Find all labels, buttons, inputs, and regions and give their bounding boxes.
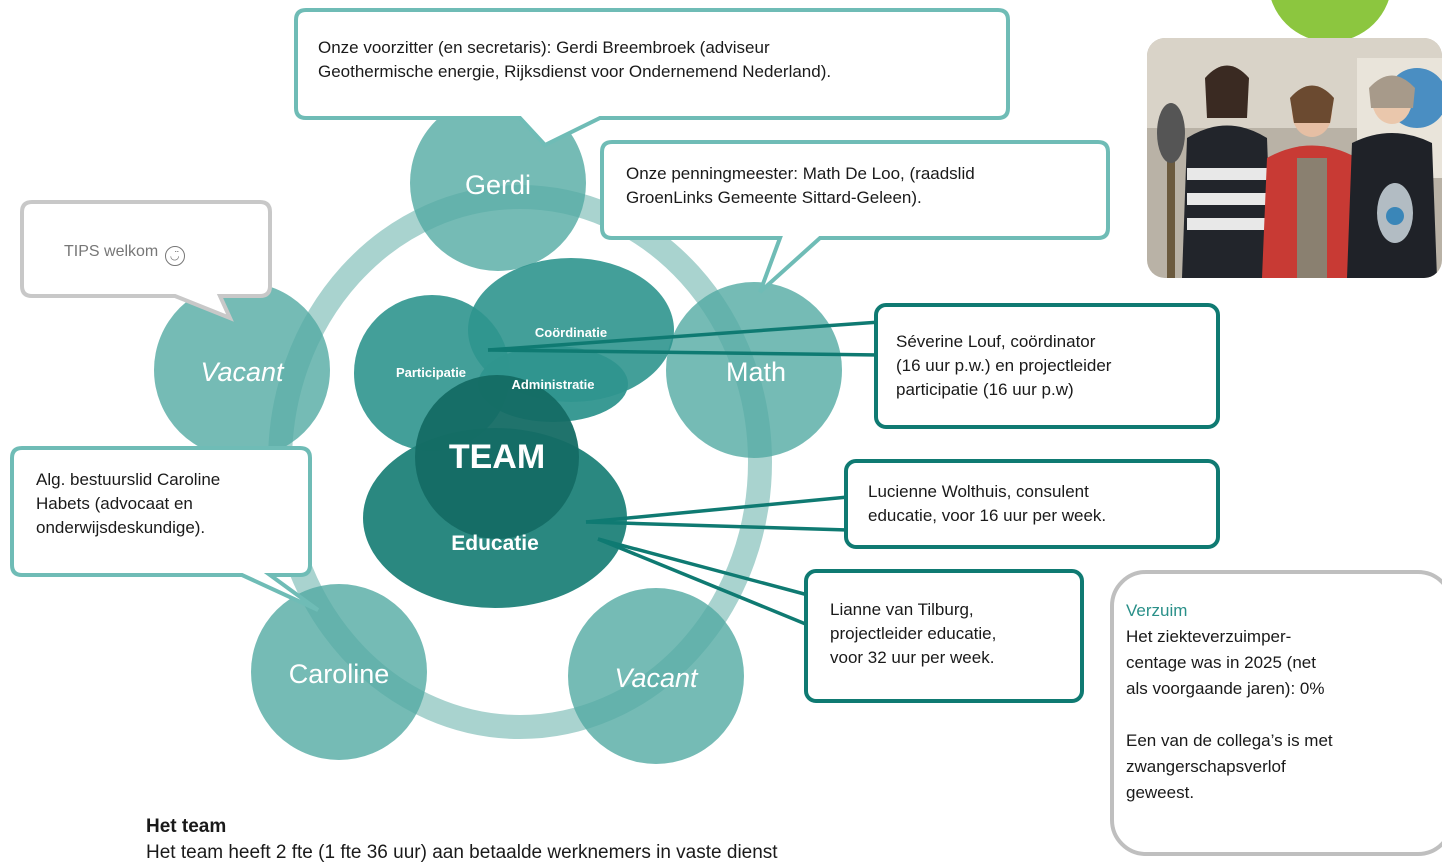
label-team: TEAM [449, 438, 545, 476]
connector-lucienne-1 [585, 495, 849, 524]
callout-gerdi: Onze voorzitter (en secretaris): Gerdi B… [318, 36, 998, 84]
bubble-team [415, 375, 579, 539]
callout-caroline-line: Habets (advocaat en [36, 494, 193, 513]
callout-lucienne-line: Lucienne Wolthuis, consulent [868, 482, 1089, 501]
label-educatie: Educatie [451, 532, 539, 555]
team-photo [1147, 38, 1442, 278]
green-leaf-decoration [1271, 0, 1389, 42]
label-participatie: Participatie [396, 365, 466, 380]
callout-lianne: Lianne van Tilburg, projectleider educat… [830, 598, 1060, 670]
section-heading: Het team [146, 816, 227, 837]
callout-severine-line: participatie (16 uur p.w) [896, 380, 1074, 399]
callout-lianne-line: projectleider educatie, [830, 624, 997, 643]
verzuim-line: centage was in 2025 (net [1126, 653, 1316, 672]
section-body: Het team heeft 2 fte (1 fte 36 uur) aan … [146, 842, 778, 863]
callout-caroline-line: Alg. bestuurslid Caroline [36, 470, 221, 489]
verzuim-line: geweest. [1126, 783, 1195, 802]
callout-lucienne: Lucienne Wolthuis, consulent educatie, v… [868, 480, 1198, 528]
verzuim-line: als voorgaande jaren): 0% [1126, 679, 1325, 698]
callout-box-severine [874, 303, 1220, 429]
connector-lianne-1 [597, 537, 809, 597]
verzuim-box [1110, 570, 1442, 856]
callout-severine-line: Séverine Louf, coördinator [896, 332, 1096, 351]
circle-caroline [251, 584, 427, 760]
connector-severine-1 [487, 320, 881, 352]
callout-math-line: GroenLinks Gemeente Sittard-Geleen). [626, 188, 922, 207]
circle-vacant-bottom [568, 588, 744, 764]
verzuim-panel: Verzuim Het ziekteverzuimper- centage wa… [1126, 598, 1436, 806]
tips-text: TIPS welkom [64, 243, 159, 260]
callout-severine-line: (16 uur p.w.) en projectleider [896, 356, 1112, 375]
label-vacant-bottom: Vacant [614, 663, 699, 693]
callout-box-lucienne [844, 459, 1220, 549]
callout-box-lianne [804, 569, 1084, 703]
label-vacant-left: Vacant [200, 357, 285, 387]
verzuim-line: Een van de collega’s is met [1126, 731, 1333, 750]
connector-severine-2 [487, 348, 881, 357]
callout-lucienne-line: educatie, voor 16 uur per week. [868, 506, 1107, 525]
verzuim-line: zwangerschapsverlof [1126, 757, 1286, 776]
circle-math [666, 282, 842, 458]
verzuim-title: Verzuim [1126, 601, 1188, 620]
callout-math: Onze penningmeester: Math De Loo, (raads… [626, 162, 1086, 210]
callout-severine: Séverine Louf, coördinator (16 uur p.w.)… [896, 330, 1196, 402]
callout-gerdi-line: Geothermische energie, Rijksdienst voor … [318, 62, 832, 81]
label-math: Math [726, 357, 786, 387]
callout-box-tips [20, 200, 272, 322]
callout-gerdi-line: Onze voorzitter (en secretaris): Gerdi B… [318, 38, 770, 57]
smile-icon: ◡̈ [164, 246, 185, 266]
callout-lianne-line: Lianne van Tilburg, [830, 600, 974, 619]
callout-box-caroline [10, 446, 320, 612]
callout-box-math [600, 140, 1110, 294]
label-coordinatie: Coördinatie [535, 325, 607, 340]
callout-caroline-line: onderwijsdeskundige). [36, 518, 206, 537]
callout-tips: TIPS welkom ◡̈ [64, 240, 264, 266]
callout-box-gerdi [294, 8, 1010, 148]
label-administratie: Administratie [511, 377, 594, 392]
verzuim-line: Het ziekteverzuimper- [1126, 627, 1292, 646]
callout-math-line: Onze penningmeester: Math De Loo, (raads… [626, 164, 975, 183]
connector-lucienne-2 [585, 520, 849, 532]
label-caroline: Caroline [289, 659, 390, 689]
callout-lianne-line: voor 32 uur per week. [830, 648, 995, 667]
label-gerdi: Gerdi [465, 170, 531, 200]
callout-caroline: Alg. bestuurslid Caroline Habets (advoca… [36, 468, 296, 540]
connector-lianne-2 [597, 537, 809, 627]
circle-vacant-left [154, 282, 330, 458]
